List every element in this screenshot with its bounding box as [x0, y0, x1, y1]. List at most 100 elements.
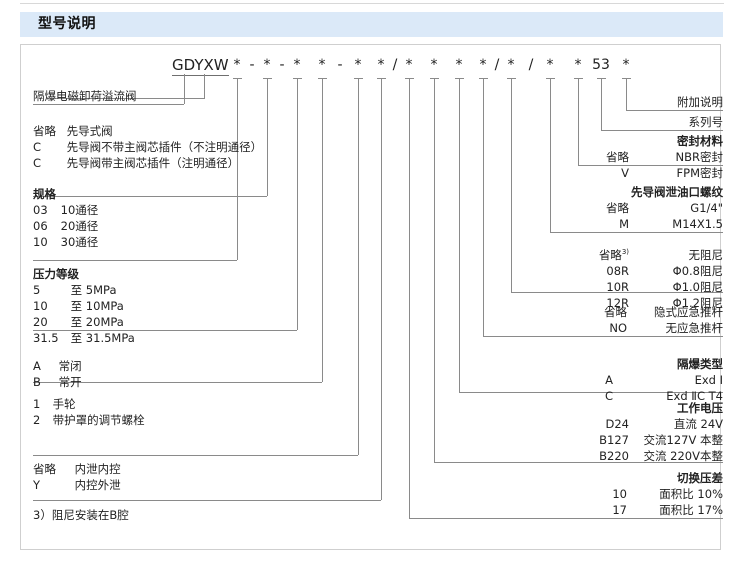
left-bracket-vertical — [237, 78, 238, 260]
label-line: 省略 内泄内控 — [33, 461, 121, 477]
left-bracket-vertical — [267, 78, 268, 196]
label-code: 2 — [33, 413, 41, 427]
label-text: NBR密封 — [675, 150, 723, 164]
label-code: 31.5 — [33, 331, 59, 345]
label-text: 30通径 — [57, 235, 99, 249]
prefix-connector-vertical — [204, 74, 205, 98]
left-bracket-vertical — [381, 78, 382, 500]
group-header: 压力等级 — [33, 267, 79, 281]
label-text: 系列号 — [688, 115, 724, 129]
label-text: 无阻尼 — [688, 247, 724, 262]
label-text: Exd Ⅰ — [694, 373, 723, 387]
right-bracket-horizontal — [601, 130, 723, 131]
label-text: 交流127V 本整 — [643, 433, 723, 447]
model-code-segment: * — [354, 57, 362, 73]
label-text: 先导式阀 — [63, 124, 113, 138]
model-code-segment: * — [546, 57, 554, 73]
label-text: 带护罩的调节螺栓 — [49, 413, 145, 427]
label-code: 10 — [33, 299, 48, 313]
right-bracket-vertical — [601, 78, 602, 130]
label-code: 10 — [33, 235, 48, 249]
model-code-segment: * — [430, 57, 438, 73]
label-line: A 常闭 — [33, 358, 82, 374]
right-bracket-vertical — [409, 78, 410, 518]
model-code-segment: * — [405, 57, 413, 73]
model-code-segment: - — [279, 57, 285, 73]
group-header: 切换压差 — [677, 471, 723, 485]
label-code: 省略 — [604, 305, 627, 319]
label-code: B220 — [599, 449, 629, 463]
group-header: 工作电压 — [677, 401, 723, 415]
label-line: B 常开 — [33, 374, 82, 390]
right-bracket-vertical — [511, 78, 512, 292]
left-bracket-horizontal — [33, 455, 358, 456]
footnote-marker: 3) — [621, 248, 629, 256]
right-bracket-horizontal — [550, 232, 723, 233]
model-code-segment: / — [494, 57, 500, 73]
label-text: 常闭 — [55, 359, 82, 373]
label-line: C 先导阀不带主阀芯插件（不注明通径） — [33, 139, 262, 155]
label-text: Exd ⅡC T4 — [666, 389, 723, 403]
label-code: 03 — [33, 203, 48, 217]
model-code-segment: / — [528, 57, 534, 73]
label-text: 先导阀不带主阀芯插件（不注明通径） — [63, 140, 263, 154]
label-text: G1/4" — [690, 201, 723, 215]
model-code-segment: / — [392, 57, 398, 73]
model-code-segment: * — [574, 57, 582, 73]
prefix-connector-horizontal — [48, 98, 205, 99]
model-code-segment: * — [318, 57, 326, 73]
label-code: 10 — [612, 487, 627, 501]
label-text: 交流 220V本整 — [643, 449, 723, 463]
label-line: 省略隐式应急推杆 — [593, 304, 723, 320]
label-line: 省略3)无阻尼 — [595, 244, 723, 263]
right-bracket-horizontal — [483, 336, 723, 337]
label-text: 至 20MPa — [67, 315, 124, 329]
label-code: 1 — [33, 397, 41, 411]
label-code: 06 — [33, 219, 48, 233]
label-text: 附加说明 — [677, 95, 723, 109]
right-bracket-vertical — [459, 78, 460, 392]
model-code-segment: * — [507, 57, 515, 73]
left-bracket-vertical — [322, 78, 323, 382]
label-code: 17 — [612, 503, 627, 517]
label-code: 20 — [33, 315, 48, 329]
right-bracket-horizontal — [626, 110, 723, 111]
label-text: Φ0.8阻尼 — [672, 263, 723, 278]
label-code: B — [33, 375, 41, 389]
right-bracket-vertical — [578, 78, 579, 165]
left-bracket-horizontal — [33, 500, 381, 501]
label-text: 隔爆电磁卸荷溢流阀 — [33, 89, 137, 103]
label-text: 先导阀带主阀芯插件（注明通径） — [63, 156, 240, 170]
label-code: 10R — [606, 279, 629, 294]
label-group-additional-description: 附加说明 — [677, 94, 723, 110]
label-line: Y 内控外泄 — [33, 477, 121, 493]
label-line: 20 至 20MPa — [33, 314, 135, 330]
group-header: 密封材料 — [677, 134, 723, 148]
label-code: C — [604, 389, 613, 403]
footnote: 3）阻尼安装在B腔 — [33, 508, 129, 522]
label-text: 20通径 — [57, 219, 99, 233]
right-bracket-vertical — [483, 78, 484, 336]
top-divider — [20, 3, 724, 4]
label-text: 10通径 — [57, 203, 99, 217]
label-code: M — [619, 217, 629, 231]
section-title-bar — [20, 12, 723, 37]
model-code-segment: * — [377, 57, 385, 73]
label-code: 12R — [606, 295, 629, 310]
model-code-segment: * — [263, 57, 271, 73]
label-text: 至 31.5MPa — [67, 331, 135, 345]
right-bracket-horizontal — [511, 292, 723, 293]
